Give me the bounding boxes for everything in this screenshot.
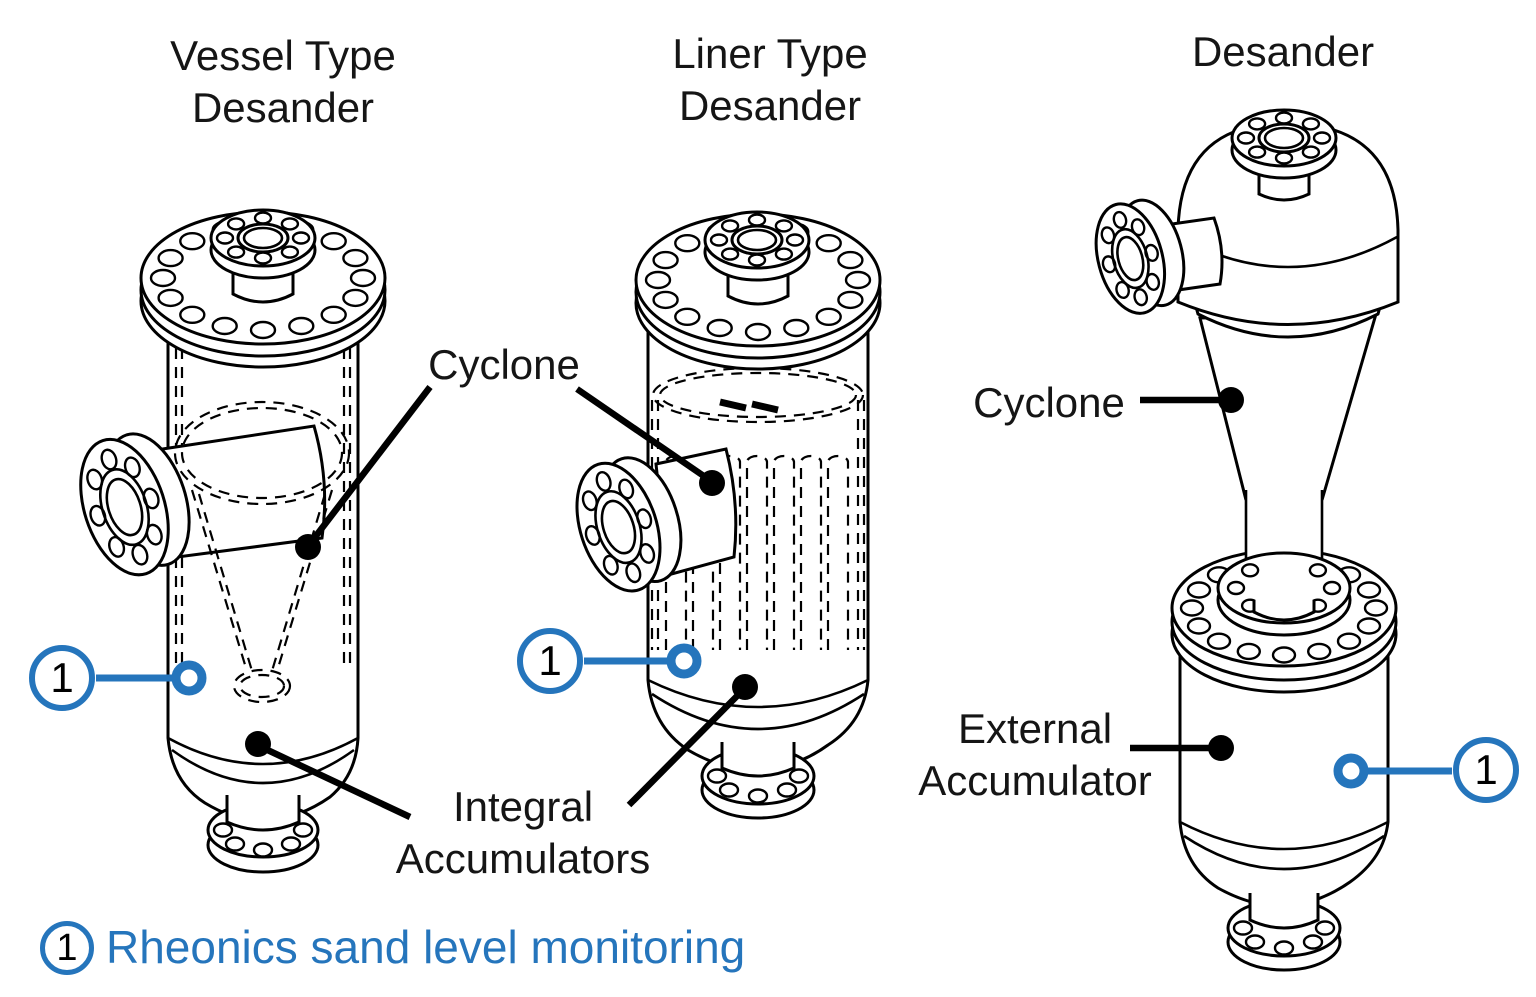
sensor-ring-liner [666, 643, 702, 679]
label-cyclone-right: Cyclone [973, 379, 1125, 426]
leader-lines [245, 385, 1244, 820]
cyclone-point-liner [699, 470, 725, 496]
title-desander: Desander [1191, 28, 1375, 75]
label-integral-accumulators: Integral Accumulators [395, 783, 651, 882]
title-vessel-type-desander: Vessel Type Desander [170, 32, 396, 131]
label-cyclone-shared: Cyclone [428, 341, 580, 388]
cyclone-point-vessel [295, 534, 321, 560]
sensor-ring-vessel [171, 660, 207, 696]
inlet-flange [79, 432, 191, 577]
vessel-type-desander-drawing [79, 208, 387, 874]
external-accumulator-point [1208, 735, 1234, 761]
cyclone-point-desander [1218, 387, 1244, 413]
inlet-flange [575, 456, 683, 593]
legend-text: Rheonics sand level monitoring [106, 921, 746, 973]
desander-drawing [1094, 108, 1400, 972]
liner-type-desander-drawing [575, 210, 882, 820]
legend-marker: 1 [40, 921, 94, 975]
integral-accumulator-point-vessel [245, 731, 271, 757]
title-liner-type-desander: Liner Type Desander [672, 30, 868, 129]
label-external-accumulator: External Accumulator [918, 705, 1152, 804]
callout-marker-desander: 1 [1453, 737, 1519, 803]
integral-accumulator-point-liner [732, 674, 758, 700]
callout-marker-vessel: 1 [29, 645, 95, 711]
sensor-callout-lines [96, 643, 1452, 789]
sensor-ring-desander [1333, 753, 1369, 789]
inlet-flange [1094, 198, 1186, 315]
callout-marker-liner: 1 [517, 628, 583, 694]
